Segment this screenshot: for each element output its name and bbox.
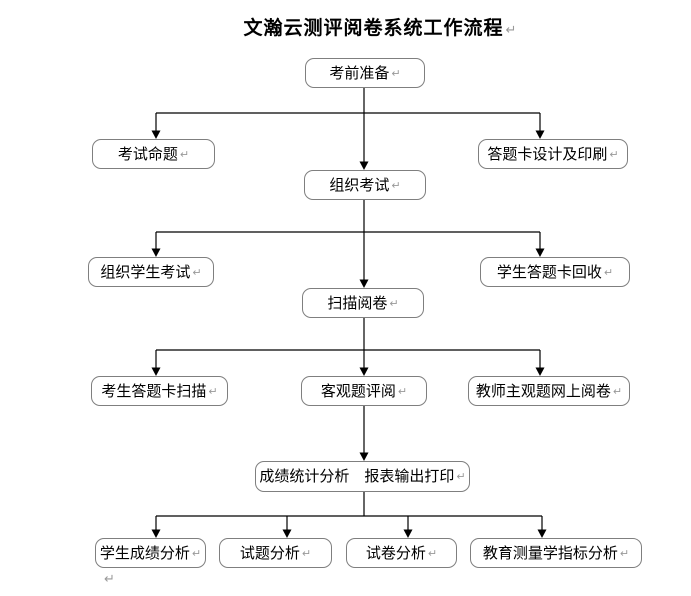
paragraph-mark-icon: ↵: [301, 546, 312, 560]
flow-node-organize-student-exam: 组织学生考试↵: [88, 257, 214, 287]
node-label: 答题卡设计及印刷: [487, 144, 608, 163]
node-label: 考生答题卡扫描: [101, 381, 207, 400]
node-label: 成绩统计分析 报表输出打印: [259, 467, 455, 485]
arrow-down-icon: [537, 529, 547, 538]
paragraph-mark-icon: ↵: [208, 384, 218, 398]
arrow-down-icon: [535, 248, 545, 257]
node-label: 客观题评阅: [320, 381, 396, 400]
arrow-down-icon: [151, 529, 161, 538]
flow-node-score-statistics-report-output: 成绩统计分析 报表输出打印↵: [255, 461, 470, 492]
arrowheads: [151, 130, 547, 538]
paragraph-mark-icon: ↵: [612, 384, 623, 398]
flow-node-exam-proposition: 考试命题↵: [92, 139, 215, 169]
flow-node-answer-sheet-design-printing: 答题卡设计及印刷↵: [478, 139, 628, 169]
flow-node-candidate-answer-sheet-scan: 考生答题卡扫描↵: [91, 376, 228, 406]
flow-node-student-score-analysis: 学生成绩分析↵: [95, 538, 206, 568]
paragraph-mark-icon: ↵: [389, 296, 399, 310]
arrow-down-icon: [359, 452, 369, 461]
paragraph-mark-icon: ↵: [619, 546, 630, 560]
arrow-down-icon: [151, 130, 161, 139]
flow-node-test-question-analysis: 试题分析↵: [219, 538, 332, 568]
paragraph-mark-icon: ↵: [609, 147, 619, 161]
paragraph-mark-icon: ↵: [603, 265, 614, 279]
node-label: 学生成绩分析: [99, 543, 190, 562]
flow-node-pre-exam-preparation: 考前准备↵: [305, 58, 425, 88]
node-label: 组织学生考试: [100, 262, 191, 281]
arrow-down-icon: [535, 367, 545, 376]
node-label: 考前准备: [329, 63, 390, 82]
flow-node-educational-measurement-analysis: 教育测量学指标分析↵: [470, 538, 642, 568]
paragraph-mark-icon: ↵: [505, 23, 518, 38]
node-label: 扫描阅卷: [327, 293, 388, 312]
paragraph-mark-icon: ↵: [391, 66, 401, 80]
paragraph-mark-icon: ↵: [179, 147, 190, 161]
paragraph-mark-icon: ↵: [427, 546, 438, 560]
node-label: 试题分析: [239, 543, 300, 562]
paragraph-mark-icon: ↵: [391, 178, 401, 192]
flow-node-student-answer-sheet-collection: 学生答题卡回收↵: [480, 257, 630, 287]
arrow-down-icon: [359, 279, 369, 288]
paragraph-mark-icon: ↵: [104, 572, 115, 587]
paragraph-mark-icon: ↵: [191, 546, 202, 560]
arrow-down-icon: [151, 248, 161, 257]
node-label: 组织考试: [329, 175, 390, 194]
node-label: 教师主观题网上阅卷: [475, 381, 611, 400]
connector-lines: [155, 88, 543, 531]
flow-node-objective-question-review: 客观题评阅↵: [301, 376, 427, 406]
flow-node-test-paper-analysis: 试卷分析↵: [346, 538, 457, 568]
flow-node-scan-marking: 扫描阅卷↵: [302, 288, 424, 318]
arrow-down-icon: [359, 161, 369, 170]
arrow-down-icon: [403, 529, 413, 538]
page-title-text: 文瀚云测评阅卷系统工作流程: [243, 17, 504, 39]
arrow-down-icon: [151, 367, 161, 376]
paragraph-mark-icon: ↵: [192, 265, 202, 279]
arrow-down-icon: [535, 130, 545, 139]
paragraph-mark-icon: ↵: [456, 470, 466, 483]
arrow-down-icon: [282, 529, 292, 538]
arrow-down-icon: [359, 367, 369, 376]
node-label: 考试命题: [117, 144, 178, 163]
node-label: 试卷分析: [365, 543, 426, 562]
page-title: 文瀚云测评阅卷系统工作流程↵: [0, 13, 691, 40]
paragraph-mark-icon: ↵: [397, 384, 408, 398]
node-label: 教育测量学指标分析: [482, 543, 618, 562]
node-label: 学生答题卡回收: [496, 262, 602, 281]
flow-node-teacher-subjective-online-marking: 教师主观题网上阅卷↵: [468, 376, 630, 406]
flow-node-organize-exam: 组织考试↵: [304, 170, 426, 200]
